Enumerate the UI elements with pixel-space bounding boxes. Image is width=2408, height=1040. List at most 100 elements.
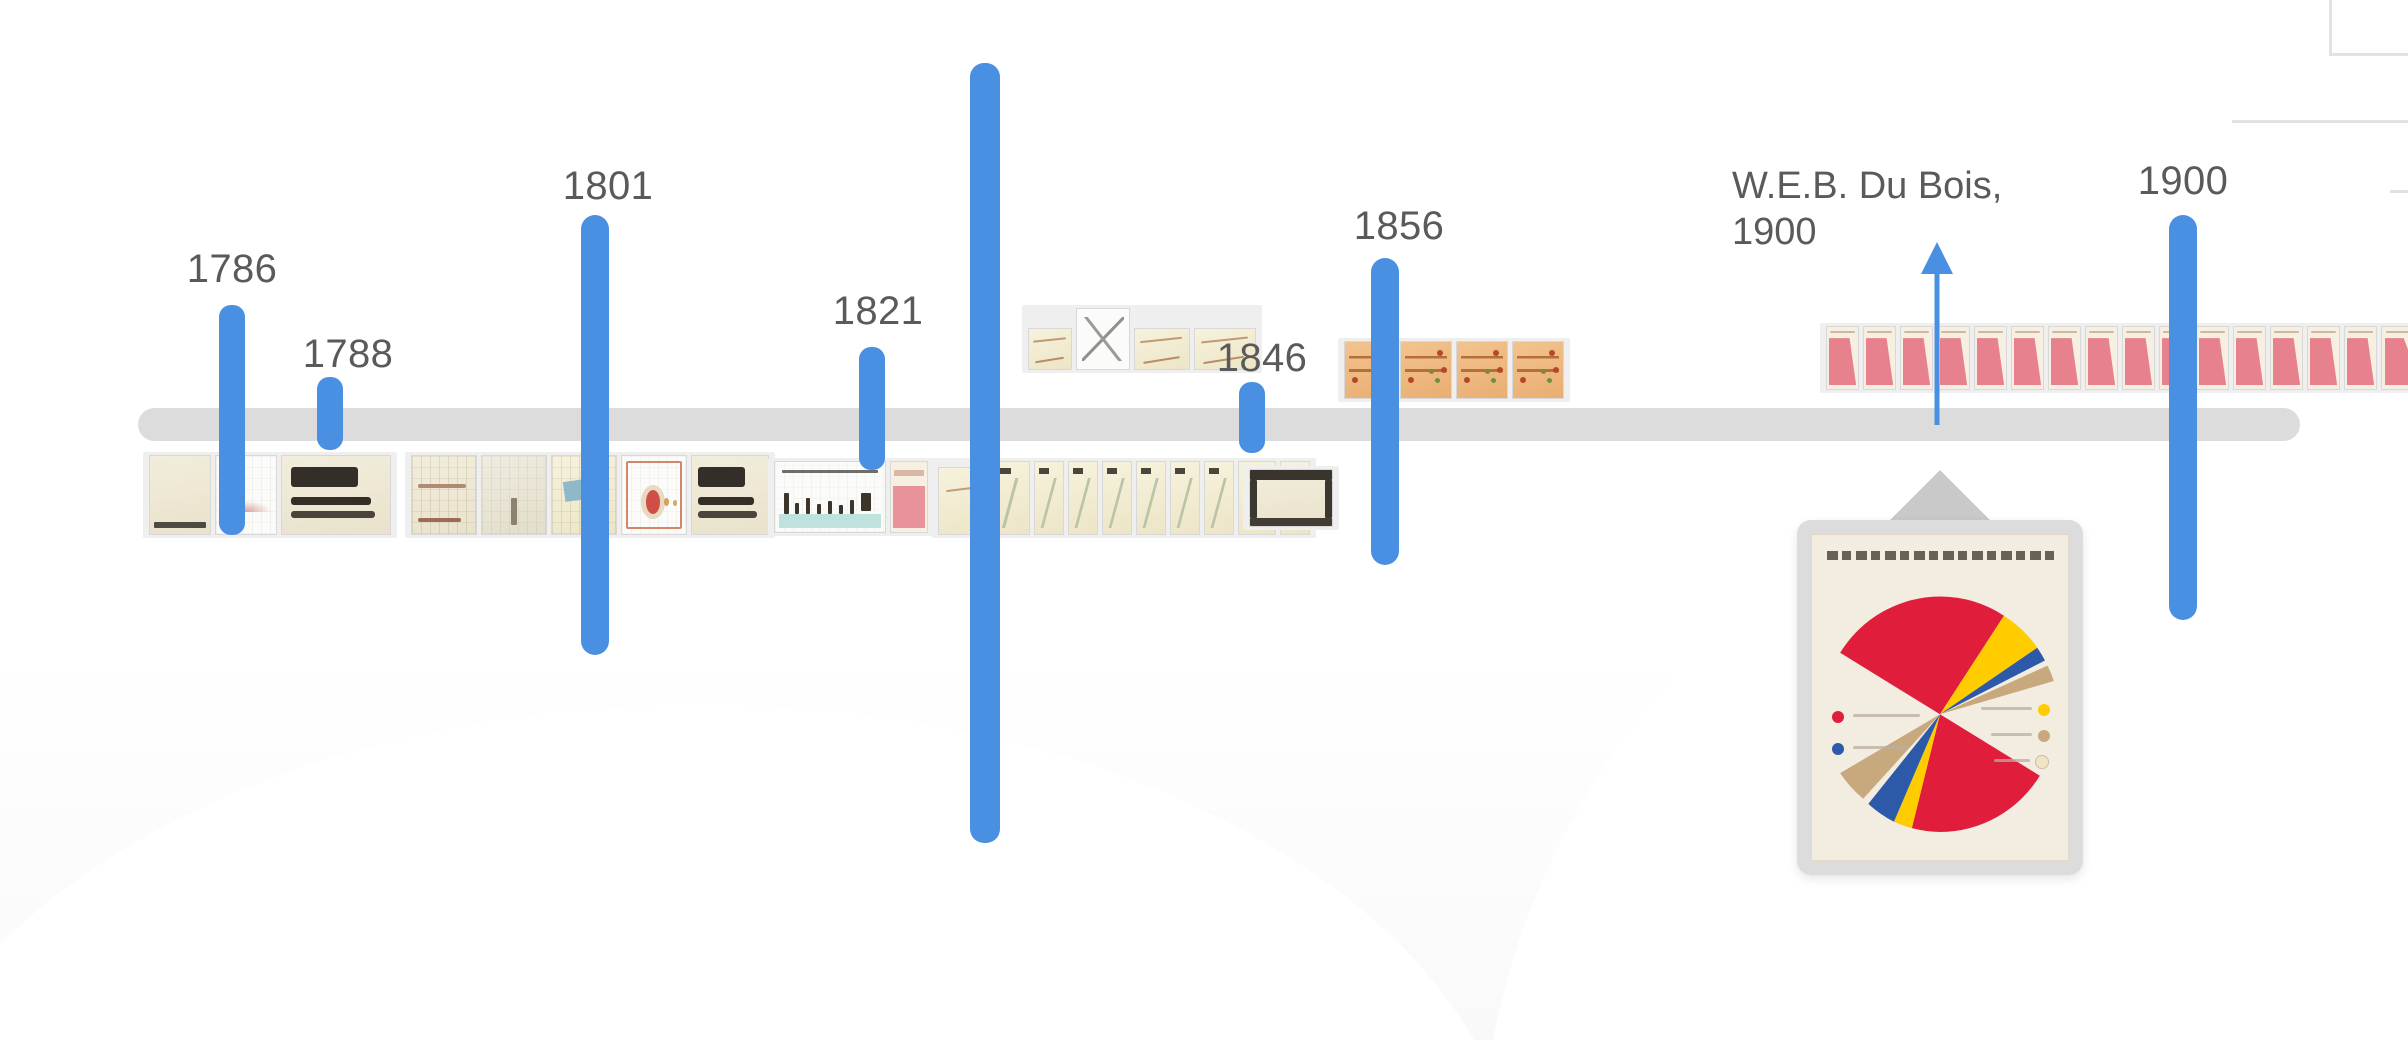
- art-detail: [1106, 477, 1127, 529]
- art-detail: [1541, 368, 1546, 374]
- year-label-1821: 1821: [832, 289, 924, 333]
- art-detail: [1072, 477, 1093, 529]
- thumbnail-art-cream-curve-cap: [1103, 462, 1131, 534]
- art-detail: [1978, 330, 2003, 334]
- thumbnail-item[interactable]: [890, 461, 928, 533]
- thumbnail-item[interactable]: [411, 455, 477, 535]
- thumbnail-item[interactable]: [1136, 461, 1166, 535]
- thumbnail-art-cream-curve-cap: [1137, 462, 1165, 534]
- thumbnail-item[interactable]: [2085, 326, 2118, 390]
- thumbnail-item[interactable]: [1034, 461, 1064, 535]
- timeline-marker-1801[interactable]: [581, 215, 609, 655]
- thumbnail-item[interactable]: [1400, 341, 1452, 399]
- thumbnail-item[interactable]: [2122, 326, 2155, 390]
- thumbnail-item[interactable]: [1249, 469, 1333, 527]
- thumbnail-art-dark-slab: [692, 456, 768, 534]
- timeline-marker-unlabeled[interactable]: [970, 63, 1000, 843]
- thumbnail-item[interactable]: [1204, 461, 1234, 535]
- thumbnail-strip-group-1821[interactable]: [768, 458, 934, 536]
- thumbnail-item[interactable]: [691, 455, 769, 535]
- art-detail: [698, 466, 746, 488]
- thumbnail-art-pink-wedge: [2234, 327, 2265, 389]
- thumbnail-item[interactable]: [1028, 328, 1072, 370]
- art-detail: [827, 501, 833, 514]
- thumbnail-item[interactable]: [774, 461, 886, 533]
- thumbnail-strip-group-1846-upper[interactable]: [1022, 305, 1262, 373]
- thumbnail-item[interactable]: [1863, 326, 1896, 390]
- window-chrome-vertical: [2329, 0, 2332, 55]
- legend-dot-yellow: [2038, 704, 2051, 716]
- art-detail: [1033, 337, 1066, 343]
- thumbnail-item[interactable]: [2011, 326, 2044, 390]
- art-detail: [2200, 330, 2225, 334]
- thumbnail-item[interactable]: [1937, 326, 1970, 390]
- thumbnail-art-pink-wedge-wide: [2382, 327, 2408, 389]
- thumbnail-strip-group-1900[interactable]: [1820, 323, 2408, 393]
- thumbnail-item[interactable]: [1826, 326, 1859, 390]
- thumbnail-art-ring-chart: [622, 456, 686, 534]
- thumbnail-item[interactable]: [2196, 326, 2229, 390]
- thumbnail-art-sketch-white: [1077, 309, 1129, 369]
- thumbnail-item[interactable]: [2233, 326, 2266, 390]
- art-detail: [1865, 338, 1894, 386]
- art-detail: [860, 492, 871, 511]
- thumbnail-art-cream-curve-cap: [1171, 462, 1199, 534]
- du-bois-chart-caption: [1827, 551, 2058, 561]
- thumbnail-item[interactable]: [1512, 341, 1564, 399]
- art-detail: [849, 499, 855, 514]
- timeline-axis: [138, 408, 2300, 441]
- timeline-marker-1846[interactable]: [1239, 382, 1265, 453]
- art-detail: [1485, 368, 1490, 374]
- thumbnail-item[interactable]: [621, 455, 687, 535]
- timeline-marker-1786[interactable]: [219, 305, 245, 535]
- thumbnail-item[interactable]: [2344, 326, 2377, 390]
- art-detail: [1491, 377, 1496, 383]
- thumbnail-item[interactable]: [149, 455, 211, 535]
- art-detail: [511, 498, 517, 525]
- timeline-marker-1900[interactable]: [2169, 215, 2197, 620]
- art-detail: [698, 496, 755, 506]
- callout-pointer-notch: [1888, 470, 1992, 522]
- thumbnail-item[interactable]: [2270, 326, 2303, 390]
- thumbnail-item[interactable]: [1170, 461, 1200, 535]
- art-detail: [2346, 338, 2375, 386]
- thumbnail-item[interactable]: [1134, 328, 1190, 370]
- thumbnail-item[interactable]: [281, 455, 391, 535]
- art-detail: [2087, 338, 2116, 386]
- thumbnail-item[interactable]: [1194, 328, 1256, 370]
- thumbnail-item[interactable]: [2307, 326, 2340, 390]
- thumbnail-item[interactable]: [1974, 326, 2007, 390]
- thumbnail-item[interactable]: [2381, 326, 2408, 390]
- window-chrome-horizontal-top: [2329, 53, 2408, 56]
- art-detail: [2237, 330, 2262, 334]
- timeline-marker-1788[interactable]: [317, 377, 343, 450]
- art-detail: [1549, 349, 1555, 356]
- art-detail: [1142, 355, 1180, 364]
- year-label-1786: 1786: [186, 247, 278, 291]
- thumbnail-art-pink-wedge: [2049, 327, 2080, 389]
- timeline-marker-1821[interactable]: [859, 347, 885, 470]
- art-detail: [1429, 368, 1434, 374]
- thumbnail-item[interactable]: [1102, 461, 1132, 535]
- background-arc-left: [0, 705, 1520, 1040]
- legend-line-yellow: [1980, 707, 2033, 711]
- art-detail: [2384, 338, 2408, 386]
- art-detail: [1464, 376, 1470, 383]
- art-detail: [1497, 366, 1503, 373]
- art-detail: [1553, 366, 1559, 373]
- thumbnail-item[interactable]: [481, 455, 547, 535]
- thumbnail-item[interactable]: [1076, 308, 1130, 370]
- thumbnail-item[interactable]: [2048, 326, 2081, 390]
- art-detail: [1106, 467, 1117, 475]
- thumbnail-strip-group-1846-single[interactable]: [1243, 466, 1339, 530]
- du-bois-chart-card[interactable]: [1797, 520, 2083, 875]
- timeline-marker-1856[interactable]: [1371, 258, 1399, 565]
- thumbnail-item[interactable]: [1900, 326, 1933, 390]
- thumbnail-item[interactable]: [1068, 461, 1098, 535]
- thumbnail-strip-group-1786[interactable]: [143, 452, 397, 538]
- thumbnail-art-pink-panel: [891, 462, 927, 532]
- art-detail: [625, 460, 683, 530]
- thumbnail-item[interactable]: [1456, 341, 1508, 399]
- thumbnail-art-orange: [1513, 342, 1563, 398]
